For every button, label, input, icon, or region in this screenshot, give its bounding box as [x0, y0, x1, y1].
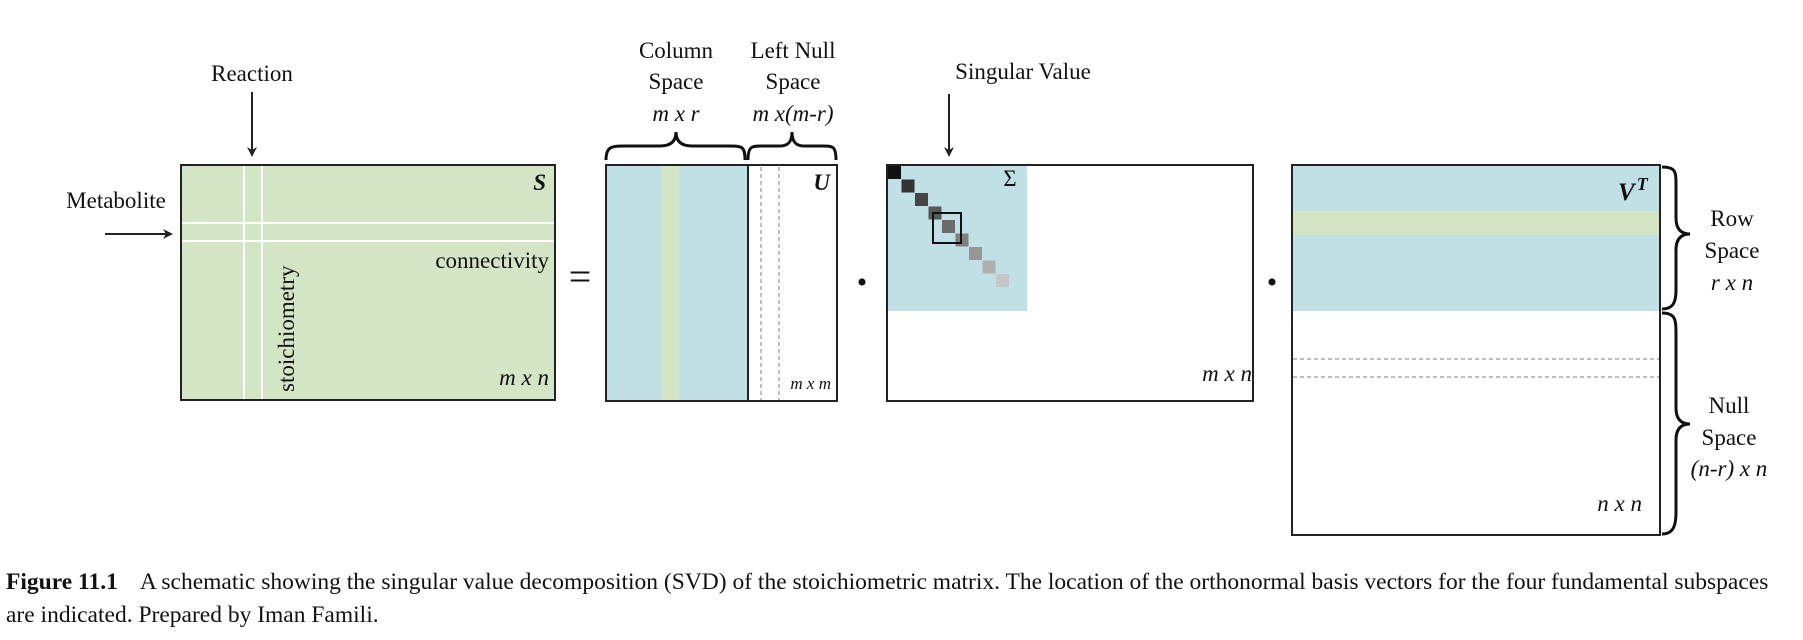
vt-matrix-dims: n x n — [1597, 491, 1642, 516]
singular-value-highlight — [932, 212, 962, 244]
u-matrix: U m x m — [605, 164, 838, 402]
s-matrix: S connectivity m x n stoichiometry — [180, 164, 556, 401]
column-space-vector — [661, 165, 679, 401]
sigma-matrix-frame — [886, 164, 1254, 402]
s-matrix-frame — [180, 164, 556, 401]
left-null-space-brace — [746, 131, 838, 161]
row-space-block — [1292, 165, 1660, 311]
row-space-vector — [1292, 211, 1660, 235]
vt-base: V — [1618, 179, 1637, 206]
figure-number: Figure 11.1 — [6, 569, 118, 595]
multiply-dot-1: • — [857, 266, 868, 299]
connectivity-label: connectivity — [435, 248, 549, 273]
singular-value-cell — [888, 166, 901, 179]
left-null-space-label-1: Left Null — [751, 38, 836, 63]
row-space-brace — [1661, 165, 1691, 311]
vt-matrix-frame — [1291, 164, 1661, 536]
singular-value-cell — [901, 179, 915, 193]
singular-value-cell — [969, 247, 982, 260]
null-space-brace — [1661, 311, 1691, 536]
s-matrix-dims: m x n — [499, 365, 549, 390]
singular-value-cell — [942, 220, 955, 233]
vt-superscript: T — [1637, 174, 1649, 194]
u-matrix-dims: m x m — [790, 374, 831, 393]
singular-value-label: Singular Value — [955, 59, 1091, 84]
row-space-label-1: Row — [1710, 206, 1754, 231]
singular-value-cell — [982, 260, 996, 274]
u-matrix-name: U — [813, 170, 831, 195]
column-space-dims: m x r — [652, 101, 700, 126]
u-matrix-frame — [605, 164, 838, 402]
null-space-dims: (n-r) x n — [1691, 456, 1768, 481]
equals-sign: = — [569, 254, 592, 299]
row-space-label-2: Space — [1705, 238, 1760, 263]
s-matrix-name: S — [533, 170, 546, 195]
svd-schematic: S connectivity m x n stoichiometry React… — [66, 38, 1768, 536]
singular-value-cell — [915, 193, 928, 206]
left-null-space-dims: m x(m-r) — [752, 101, 833, 126]
column-space-label-1: Column — [639, 38, 714, 63]
null-space-label-1: Null — [1709, 393, 1750, 418]
row-space-dims: r x n — [1711, 270, 1753, 295]
multiply-dot-2: • — [1267, 266, 1278, 299]
sigma-matrix-name: Σ — [1003, 166, 1016, 191]
column-space-brace — [604, 131, 747, 161]
left-null-space-label-2: Space — [766, 69, 821, 94]
metabolite-label: Metabolite — [66, 188, 166, 213]
null-space-label-2: Space — [1702, 425, 1757, 450]
sigma-matrix-dims: m x n — [1202, 361, 1252, 386]
reaction-label: Reaction — [211, 61, 293, 86]
sigma-matrix: Σ m x n — [886, 164, 1254, 402]
column-space-label-2: Space — [649, 69, 704, 94]
singular-value-cell — [996, 274, 1009, 287]
stoichiometry-label: stoichiometry — [274, 265, 299, 392]
caption-text: A schematic showing the singular value d… — [6, 569, 1769, 628]
